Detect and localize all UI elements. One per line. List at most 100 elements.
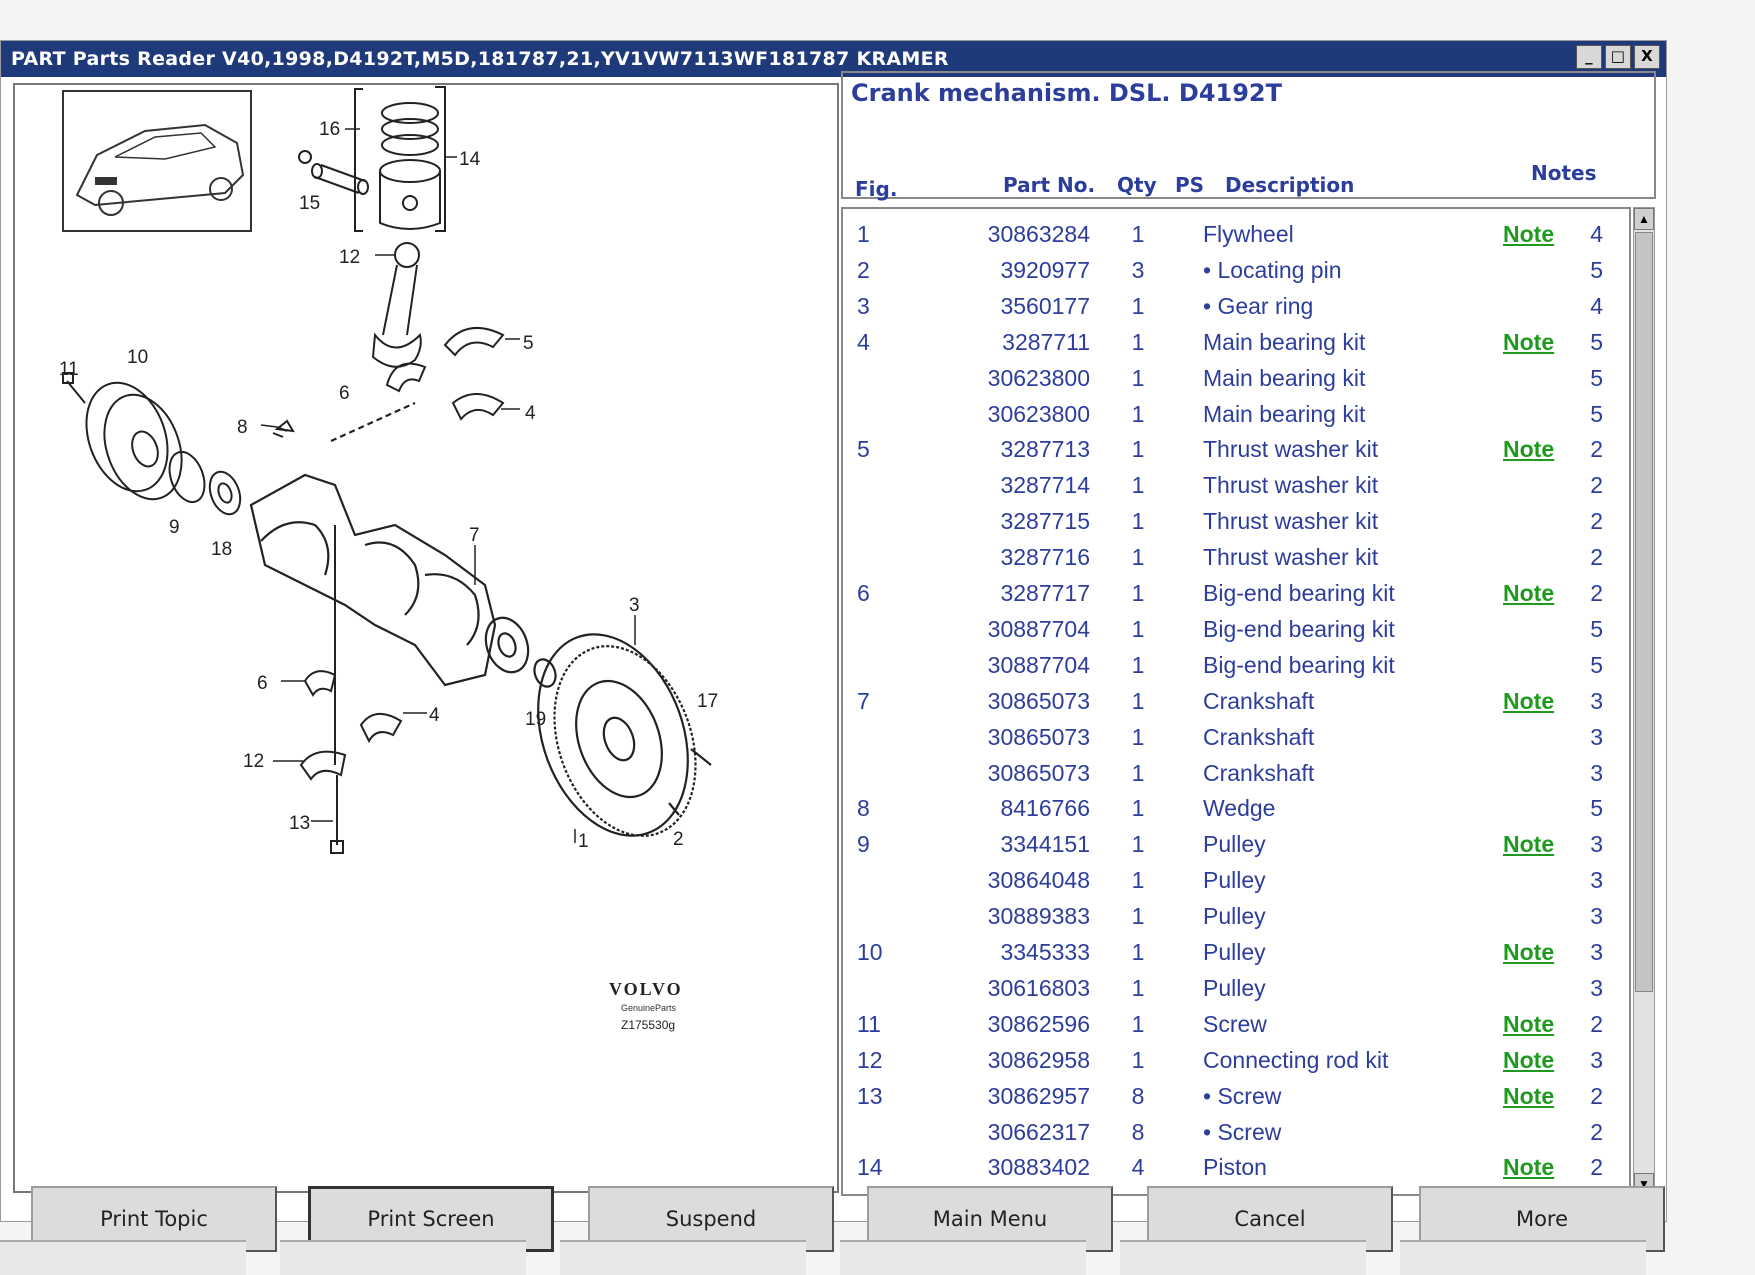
part-number: 30623800 — [987, 400, 1090, 427]
scan-ghost-strip — [280, 1240, 526, 1275]
quantity: 1 — [1131, 651, 1145, 678]
part-number: 30616803 — [987, 974, 1090, 1001]
description: Screw — [1203, 1010, 1267, 1037]
illustration-code: Z175530g — [621, 1018, 675, 1032]
part-number: 30863284 — [987, 221, 1090, 247]
fig-number: 9 — [857, 831, 870, 858]
ps-value: 2 — [1590, 544, 1603, 571]
part-number: 30862958 — [987, 1046, 1090, 1073]
note-link[interactable]: Note — [1503, 436, 1555, 463]
connecting-rod-icon — [371, 242, 422, 368]
fig-number: 7 — [857, 687, 870, 714]
part-number: 30862596 — [987, 1010, 1090, 1037]
ps-value: 2 — [1590, 472, 1603, 499]
quantity: 1 — [1131, 795, 1145, 822]
note-link[interactable]: Note — [1503, 1010, 1555, 1037]
note-link[interactable]: Note — [1503, 1046, 1555, 1073]
quantity: 1 — [1131, 400, 1145, 427]
callout-labels: 1 2 3 4 4 5 6 6 7 8 9 10 11 12 12 13 14 … — [59, 119, 718, 852]
ps-value: 2 — [1590, 1010, 1603, 1037]
col-description: Description — [1225, 173, 1355, 197]
quantity: 1 — [1131, 615, 1145, 642]
quantity: 8 — [1131, 1118, 1145, 1145]
crank-mechanism-illustration: 1 2 3 4 4 5 6 6 7 8 9 10 11 12 12 13 14 … — [59, 86, 718, 1032]
fig-number: 3 — [857, 292, 870, 319]
quantity: 4 — [1131, 1154, 1145, 1181]
quantity: 1 — [1131, 939, 1145, 965]
note-link[interactable]: Note — [1503, 1082, 1555, 1109]
quantity: 3 — [1131, 256, 1145, 283]
close-button[interactable]: X — [1634, 45, 1660, 69]
window-titlebar[interactable]: PART Parts Reader V40,1998,D4192T,M5D,18… — [1, 41, 1666, 77]
callout-10: 10 — [127, 347, 148, 368]
note-link[interactable]: Note — [1503, 221, 1555, 247]
quantity: 1 — [1131, 831, 1145, 858]
vertical-scrollbar[interactable]: ▲ ▼ — [1633, 207, 1655, 1196]
car-thumbnail-icon — [62, 90, 252, 232]
part-number: 30862957 — [987, 1082, 1090, 1109]
note-link[interactable]: Note — [1503, 939, 1555, 965]
callout-9: 9 — [169, 517, 180, 538]
brand-subtitle: GenuineParts — [621, 1003, 677, 1013]
note-link[interactable]: Note — [1503, 687, 1555, 714]
note-link[interactable]: Note — [1503, 328, 1555, 355]
ps-value: 4 — [1590, 221, 1603, 247]
part-number: 30623800 — [987, 364, 1090, 391]
callout-15: 15 — [299, 193, 320, 214]
note-link[interactable]: Note — [1503, 1154, 1555, 1181]
callout-17: 17 — [697, 691, 718, 712]
minimize-button[interactable]: _ — [1576, 45, 1602, 69]
callout-19: 19 — [525, 709, 546, 730]
quantity: 8 — [1131, 1082, 1145, 1109]
description: Big-end bearing kit — [1203, 615, 1395, 642]
note-link[interactable]: Note — [1503, 580, 1555, 606]
callout-6: 6 — [339, 383, 350, 404]
callout-8: 8 — [237, 417, 248, 438]
scan-ghost-strip — [560, 1240, 806, 1275]
fig-number: 8 — [857, 795, 870, 822]
ps-value: 3 — [1590, 1046, 1603, 1073]
maximize-button[interactable]: □ — [1605, 45, 1631, 69]
scroll-thumb[interactable] — [1635, 232, 1653, 992]
description: Thrust washer kit — [1203, 544, 1379, 571]
wedge-icon — [274, 419, 295, 433]
description: Thrust washer kit — [1203, 472, 1379, 499]
note-link[interactable]: Note — [1503, 831, 1555, 858]
quantity: 1 — [1131, 292, 1145, 319]
scroll-up-icon[interactable]: ▲ — [1634, 208, 1654, 230]
quantity: 1 — [1131, 328, 1145, 355]
callout-7: 7 — [469, 525, 480, 546]
ps-value: 2 — [1590, 1154, 1603, 1181]
ps-value: 5 — [1590, 795, 1603, 822]
ps-value: 3 — [1590, 903, 1603, 930]
fig-number: 1 — [857, 221, 870, 247]
section-title: Crank mechanism. DSL. D4192T — [851, 79, 1282, 107]
